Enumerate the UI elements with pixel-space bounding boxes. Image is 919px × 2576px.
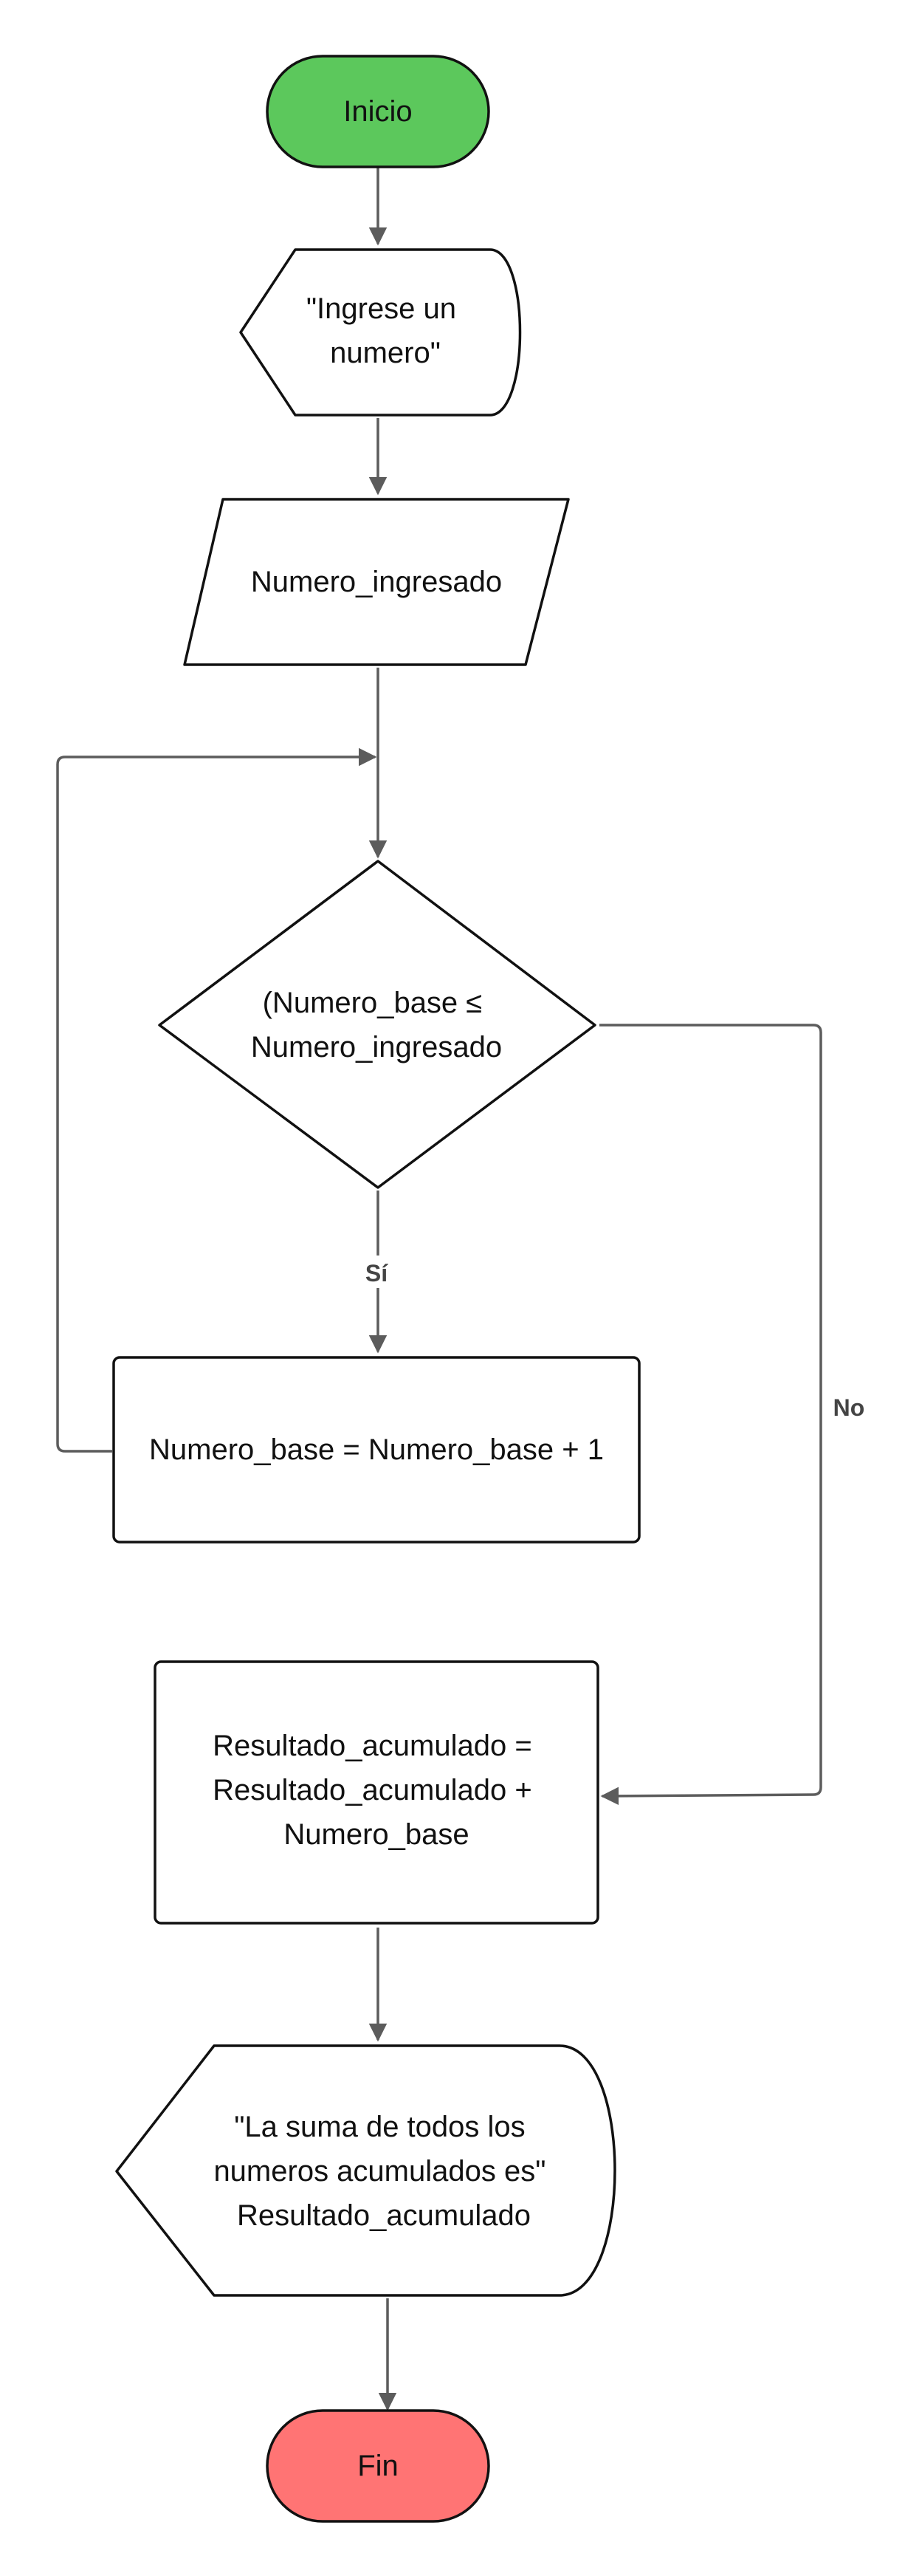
increment-node[interactable]: Numero_base = Numero_base + 1 (112, 1356, 641, 1544)
start-node-label: Inicio (343, 95, 412, 128)
edges (56, 167, 822, 2411)
condition-node[interactable]: (Numero_base ≤ Numero_ingresado (158, 860, 596, 1189)
increment-node-label: Numero_base = Numero_base + 1 (149, 1433, 604, 1466)
accumulate-node-label: Resultado_acumulado = Resultado_acumulad… (213, 1730, 540, 1851)
input-parallelogram-shape (183, 498, 570, 666)
output-display-node[interactable]: "La suma de todos los numeros acumulados… (115, 2044, 616, 2297)
yes-label: Sí (365, 1260, 388, 1287)
yes-label-background (360, 1256, 396, 1288)
end-terminator-shape (266, 2409, 490, 2523)
edge-loop-back (56, 747, 377, 1453)
prompt-display-label: "Ingrese un numero" (306, 292, 464, 369)
condition-node-label: (Numero_base ≤ Numero_ingresado (251, 987, 502, 1063)
accumulate-process-shape (154, 1660, 599, 1925)
no-label: No (833, 1394, 865, 1421)
input-node-label: Numero_ingresado (251, 566, 502, 598)
input-node[interactable]: Numero_ingresado (183, 498, 570, 666)
start-terminator-shape (266, 55, 490, 168)
output-display-label: "La suma de todos los numeros acumulados… (213, 2111, 554, 2232)
output-display-shape (115, 2044, 616, 2297)
end-node-label: Fin (357, 2450, 399, 2482)
end-node[interactable]: Fin (266, 2409, 490, 2523)
condition-diamond-shape (158, 860, 596, 1189)
prompt-display-shape (239, 248, 522, 417)
start-node[interactable]: Inicio (266, 55, 490, 168)
edge-condition-to-accumulate-no (599, 1024, 822, 1806)
accumulate-node[interactable]: Resultado_acumulado = Resultado_acumulad… (154, 1660, 599, 1925)
increment-process-shape (112, 1356, 641, 1544)
prompt-display-node[interactable]: "Ingrese un numero" (239, 248, 522, 417)
